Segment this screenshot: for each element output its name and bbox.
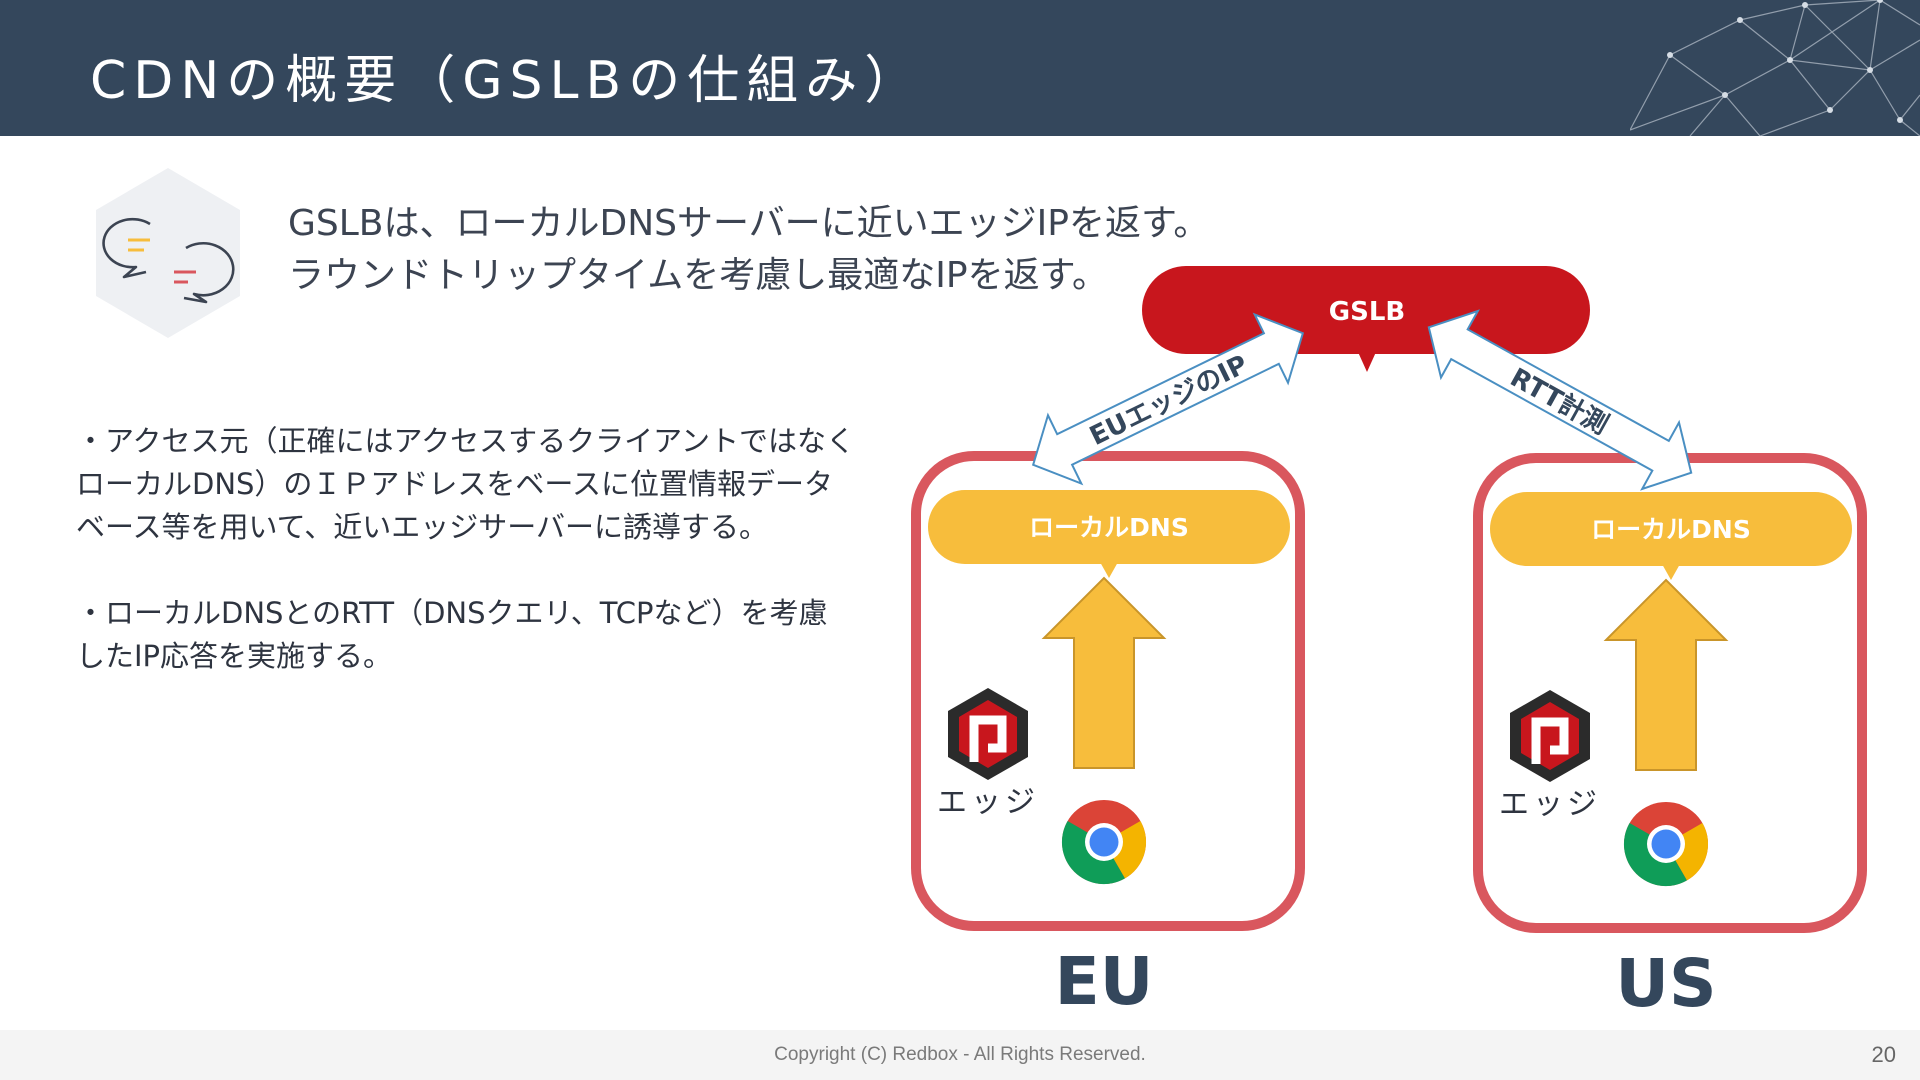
gslb-box xyxy=(1142,266,1590,354)
us-edge-logo-icon xyxy=(1510,690,1590,782)
bullet-item: ・ローカルDNSとのRTT（DNSクエリ、TCPなど）を考慮したIP応答を実施す… xyxy=(76,596,828,673)
page-title: CDNの概要（GSLBの仕組み） xyxy=(90,51,924,111)
eu-edge-logo-icon xyxy=(948,688,1028,780)
network-decoration-icon xyxy=(1630,0,1920,136)
footer-bar xyxy=(0,1030,1920,1080)
us-local-dns-box xyxy=(1490,492,1852,566)
lead-line-2: ラウンドトリップタイムを考慮し最適なIPを返す。 xyxy=(288,255,1109,296)
eu-region-label: EU xyxy=(1055,943,1154,1020)
header-bar: CDNの概要（GSLBの仕組み） xyxy=(0,0,1920,136)
copyright-text: Copyright (C) Redbox - All Rights Reserv… xyxy=(774,1044,1146,1065)
eu-local-dns-box xyxy=(928,490,1290,564)
us-region-label: US xyxy=(1615,945,1716,1022)
eu-edge-label: エッジ xyxy=(937,785,1039,820)
us-up-arrow xyxy=(1603,578,1729,771)
eu-local-dns-label: ローカルDNS xyxy=(1029,513,1189,542)
bullet-item: ・アクセス元（正確にはアクセスするクライアントではなくローカルDNS）のＩＰアド… xyxy=(76,424,855,544)
lead-text: GSLBは、ローカルDNSサーバーに近いエッジIPを返す。 ラウンドトリップタイ… xyxy=(288,198,1209,302)
gslb-diagram: GSLB EUエッジのIP RTT計測 ローカルDNS ローカルDNS エッジ … xyxy=(911,266,1867,1022)
us-chrome-browser-icon xyxy=(1623,802,1709,887)
bullet-list: ・アクセス元（正確にはアクセスするクライアントではなくローカルDNS）のＩＰアド… xyxy=(76,420,856,721)
lead-line-1: GSLBは、ローカルDNSサーバーに近いエッジIPを返す。 xyxy=(288,203,1210,244)
chat-bubbles-icon xyxy=(88,166,248,344)
eu-edge-ip-label: EUエッジのIP xyxy=(1085,350,1252,452)
eu-up-arrow xyxy=(1041,576,1167,769)
eu-chrome-browser-icon xyxy=(1061,800,1147,885)
us-local-dns-label: ローカルDNS xyxy=(1591,515,1751,544)
gslb-label: GSLB xyxy=(1329,297,1405,327)
us-edge-label: エッジ xyxy=(1499,787,1601,822)
page-number: 20 xyxy=(1871,1042,1896,1067)
